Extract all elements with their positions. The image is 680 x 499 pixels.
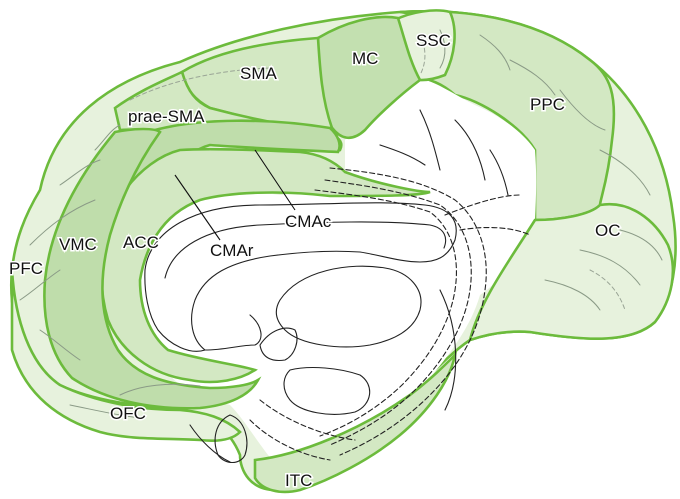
label-oc: OC: [595, 221, 621, 240]
label-ppc: PPC: [530, 95, 565, 114]
label-acc: ACC: [123, 233, 159, 252]
label-ssc: SSC: [416, 31, 451, 50]
label-prae-sma: prae-SMA: [128, 107, 205, 126]
label-mc: MC: [352, 49, 378, 68]
label-itc: ITC: [285, 471, 312, 490]
label-sma: SMA: [240, 64, 278, 83]
label-pfc: PFC: [9, 259, 43, 278]
label-cmac: CMAc: [285, 212, 332, 231]
label-cmar: CMAr: [210, 241, 254, 260]
label-ofc: OFC: [110, 404, 146, 423]
label-vmc: VMC: [59, 235, 97, 254]
